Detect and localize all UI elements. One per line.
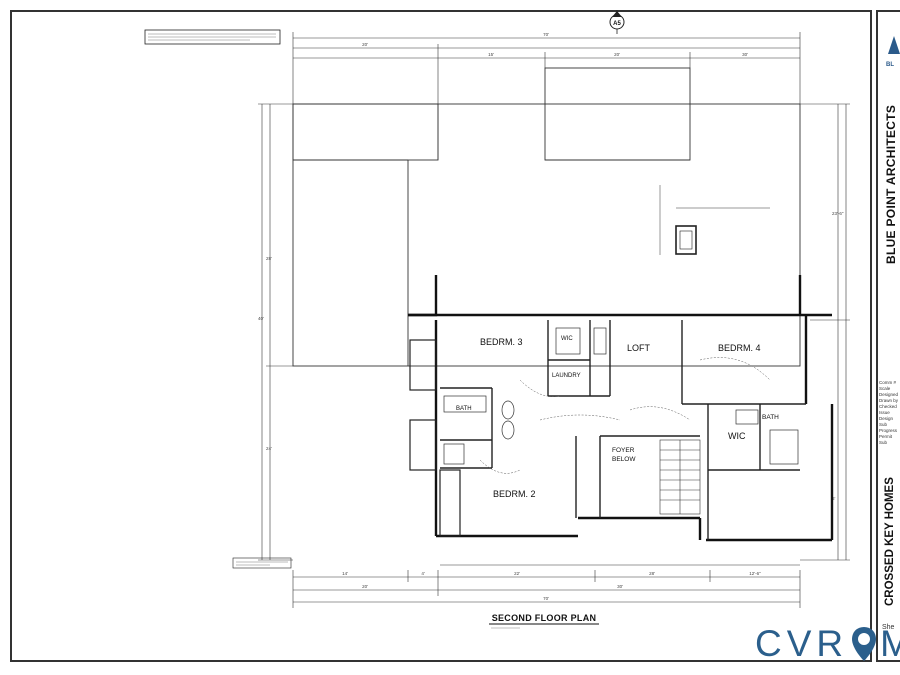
room-label-laundry: LAUNDRY xyxy=(552,373,581,379)
staircase xyxy=(659,439,701,515)
section-marker-label: A5 xyxy=(613,21,621,27)
room-label-bedroom-3: BEDRM. 3 xyxy=(480,337,523,347)
section-marker: A5 xyxy=(609,10,625,34)
upper-opening xyxy=(659,185,770,255)
second-floor-walls xyxy=(408,275,834,542)
dim-left-overall: 40' xyxy=(258,316,264,321)
meta-line: Design Sub xyxy=(879,416,894,427)
bottom-dimension-lines xyxy=(292,564,801,608)
meta-line: Designed xyxy=(879,392,899,397)
door-swings xyxy=(479,357,771,474)
project-meta-list: Comm # Scale Designed Drawn by Checked I… xyxy=(879,380,900,446)
general-notes-box xyxy=(144,29,281,45)
watermark-logo: CVR M xyxy=(755,622,900,666)
meta-line: Permit Sub xyxy=(879,434,893,445)
sheet-border xyxy=(10,10,872,662)
dim-left-a: 28' xyxy=(266,256,272,261)
firm-name: BLUE POINT ARCHITECTS xyxy=(884,104,898,264)
meta-line: Scale xyxy=(879,386,891,391)
dim-bottom-right: 30' xyxy=(617,584,623,589)
room-label-bedroom-4: BEDRM. 4 xyxy=(718,343,761,353)
bath-fixtures xyxy=(443,327,799,465)
left-dimension-lines xyxy=(258,103,293,561)
dim-bottom-r1: 12'-6" xyxy=(749,571,761,576)
plan-title: SECOND FLOOR PLAN xyxy=(492,613,597,623)
room-label-bedroom-2: BEDRM. 2 xyxy=(493,489,536,499)
firm-logo-icon xyxy=(888,36,900,54)
dim-bottom-left: 20' xyxy=(362,584,368,589)
location-pin-icon xyxy=(852,627,877,661)
dim-left-b: 24' xyxy=(266,446,272,451)
dim-top-right: 30' xyxy=(742,52,748,57)
room-label-bath-left: BATH xyxy=(456,406,472,412)
sheet-label: She xyxy=(882,624,895,631)
room-label-loft: LOFT xyxy=(627,343,651,353)
watermark-trailing-letter: M xyxy=(880,623,900,665)
right-dimension-lines xyxy=(800,103,850,561)
room-label-below: BELOW xyxy=(612,456,636,463)
room-label-foyer: FOYER xyxy=(612,447,635,454)
room-label-wic-right: WIC xyxy=(728,431,746,441)
title-block: BL BLUE POINT ARCHITECTS Comm # Scale De… xyxy=(876,10,900,662)
dim-overall-top: 70' xyxy=(543,32,549,37)
firm-logo-text: BL xyxy=(886,62,894,68)
top-dimension-lines xyxy=(292,32,801,160)
meta-line: Progress xyxy=(879,428,898,433)
dim-top-left: 20' xyxy=(362,42,368,47)
room-label-wic-upper: WIC xyxy=(561,336,573,342)
left-bumpout xyxy=(409,339,461,537)
dim-bottom-l2: 4' xyxy=(421,571,425,576)
watermark-letters: CVR xyxy=(755,623,849,664)
meta-line: Comm # xyxy=(879,380,897,385)
dim-overall-bottom: 70' xyxy=(543,596,549,601)
dim-top-mid: 15' xyxy=(488,52,494,57)
dim-bottom-mid2: 28' xyxy=(649,571,655,576)
dim-bottom-mid1: 22' xyxy=(514,571,520,576)
meta-line: Checked xyxy=(879,404,897,409)
room-label-bath-right: BATH xyxy=(762,414,779,421)
roof-outline xyxy=(292,67,801,367)
dim-bottom-l1: 14' xyxy=(342,571,348,576)
client-name: CROSSED KEY HOMES xyxy=(884,477,896,606)
interior-walls xyxy=(440,320,806,540)
dim-right-b: 6' xyxy=(832,496,836,501)
meta-line: Issue xyxy=(879,410,890,415)
meta-line: Drawn by xyxy=(879,398,899,403)
dim-top-mid2: 20' xyxy=(614,52,620,57)
dim-right-a: 23'-6" xyxy=(832,211,844,216)
